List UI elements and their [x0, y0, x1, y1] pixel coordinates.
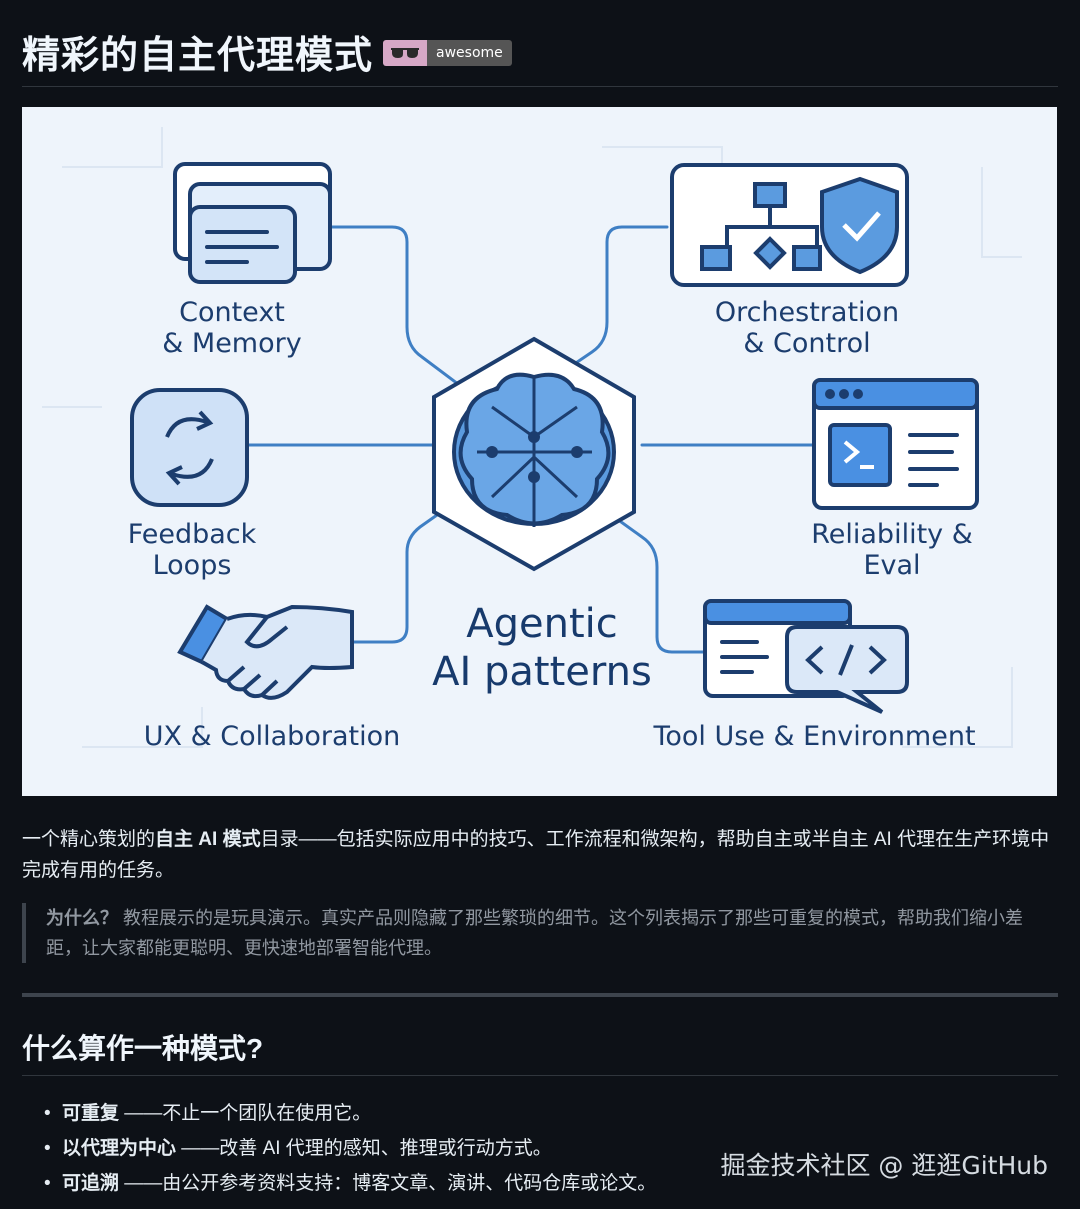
intro-text-1: 一个精心策划的	[22, 829, 156, 850]
page-title: 精彩的自主代理模式	[22, 34, 374, 77]
list-item-text: ——由公开参考资料支持：博客文章、演讲、代码仓库或论文。	[119, 1173, 657, 1194]
node-reliability-eval: Reliability & Eval	[782, 519, 1002, 581]
node-label-line1: Context	[179, 297, 285, 328]
node-label-line2: Loops	[152, 550, 232, 581]
connector-ux	[350, 513, 439, 644]
list-item-text: ——改善 AI 代理的感知、推理或行动方式。	[176, 1138, 552, 1159]
list-item-bold: 以代理为中心	[62, 1138, 177, 1159]
node-context-memory: Context & Memory	[132, 297, 332, 359]
center-title-line2: AI patterns	[432, 649, 652, 695]
workflow-shield-icon	[670, 163, 909, 287]
list-item: 以代理为中心 ——改善 AI 代理的感知、推理或行动方式。	[44, 1131, 656, 1166]
node-label-line1: Feedback	[127, 519, 257, 550]
terminal-window-icon	[812, 378, 979, 510]
hero-center-title: Agentic AI patterns	[417, 600, 667, 696]
node-label-line1: Tool Use & Environment	[653, 721, 976, 752]
hero-illustration: Context & Memory Orchestration & Control…	[22, 107, 1057, 796]
list-item: 可追溯 ——由公开参考资料支持：博客文章、演讲、代码仓库或论文。	[44, 1166, 656, 1201]
refresh-loop-icon	[130, 388, 249, 507]
connector-orchestration	[565, 225, 669, 371]
node-label-line1: UX & Collaboration	[143, 721, 401, 752]
node-feedback-loops: Feedback Loops	[92, 519, 292, 581]
intro-paragraph: 一个精心策划的自主 AI 模式目录——包括实际应用中的技巧、工作流程和微架构，帮…	[22, 824, 1057, 886]
quote-text: 教程展示的是玩具演示。真实产品则隐藏了那些繁琐的细节。这个列表揭示了那些可重复的…	[46, 908, 1023, 958]
criteria-list: 可重复 ——不止一个团队在使用它。 以代理为中心 ——改善 AI 代理的感知、推…	[44, 1096, 656, 1201]
intro-text-2: 目录——包括实际应用中的技巧、工作流程和微架构，帮助自主或半自主 AI 代理在生…	[22, 829, 1050, 881]
node-tool-use-environment: Tool Use & Environment	[637, 721, 992, 752]
node-label-line2: & Control	[743, 328, 871, 359]
list-item-bold: 可追溯	[62, 1173, 120, 1194]
connector-tooluse	[615, 517, 709, 654]
documents-icon	[173, 162, 332, 284]
badge-label: awesome	[427, 40, 512, 66]
sunglasses-icon	[383, 40, 428, 66]
node-label-line2: Eval	[863, 550, 921, 581]
title-row: 精彩的自主代理模式 awesome	[22, 26, 512, 77]
section-heading: 什么算作一种模式?	[22, 1033, 264, 1064]
awesome-badge[interactable]: awesome	[383, 40, 512, 66]
list-item-bold: 可重复	[62, 1103, 120, 1124]
node-ux-collaboration: UX & Collaboration	[122, 721, 422, 752]
node-label-line1: Reliability &	[811, 519, 973, 550]
list-item: 可重复 ——不止一个团队在使用它。	[44, 1096, 656, 1131]
why-blockquote: 为什么？ 教程展示的是玩具演示。真实产品则隐藏了那些繁琐的细节。这个列表揭示了那…	[22, 903, 1057, 963]
watermark: 掘金技术社区 @ 逛逛GitHub	[720, 1151, 1048, 1180]
node-label-line2: & Memory	[162, 328, 302, 359]
center-title-line1: Agentic	[466, 601, 618, 647]
section-divider	[22, 993, 1058, 997]
heading-divider	[22, 1075, 1058, 1076]
quote-bold: 为什么？	[46, 908, 118, 928]
list-item-text: ——不止一个团队在使用它。	[119, 1103, 372, 1124]
handshake-icon	[177, 604, 354, 700]
brain-hexagon-icon	[432, 336, 636, 572]
hero-diagram	[42, 127, 1022, 748]
title-divider	[22, 86, 1058, 87]
node-label-line1: Orchestration	[714, 297, 900, 328]
intro-bold: 自主 AI 模式	[155, 829, 261, 850]
node-orchestration-control: Orchestration & Control	[682, 297, 932, 359]
connector-context	[330, 225, 464, 389]
code-window-icon	[703, 599, 909, 714]
